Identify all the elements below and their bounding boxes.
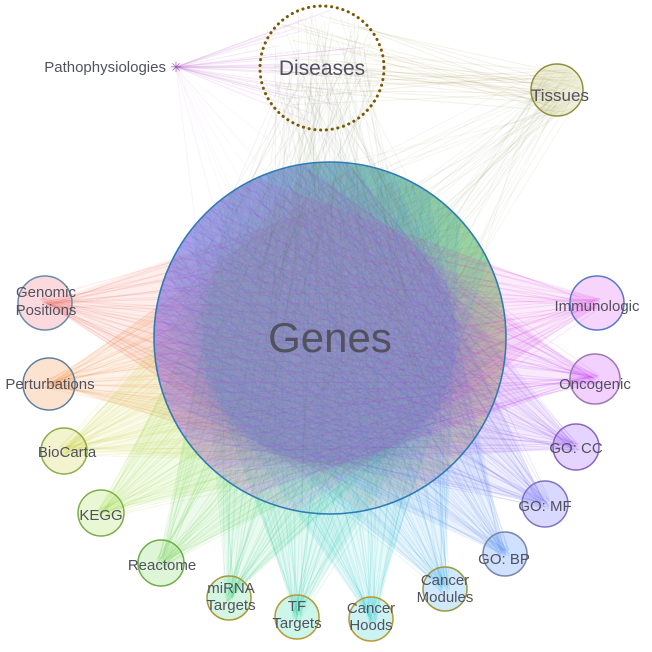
immunologic-node[interactable] <box>569 275 625 331</box>
tf-targets-label-line2: Targets <box>272 615 321 632</box>
tissues-label: Tissues <box>531 86 589 105</box>
cancer-hoods-node[interactable] <box>348 596 394 642</box>
pathophysiologies-label: Pathophysiologies <box>44 59 166 76</box>
perturbations-node[interactable] <box>22 357 76 411</box>
fan-kegg <box>101 161 507 513</box>
tf-targets-label-line1: TF <box>288 598 306 615</box>
genomic-positions-label-line1: Genomic <box>16 284 77 301</box>
biocarta-label: BioCarta <box>38 444 97 461</box>
biocarta-node[interactable] <box>40 427 88 475</box>
kegg-label: KEGG <box>79 507 122 524</box>
edge-bundles <box>40 161 603 624</box>
genomic-positions-node[interactable] <box>17 275 73 331</box>
fan-oncogenic <box>153 164 595 496</box>
fan-mirna_targets <box>193 161 507 598</box>
reactome-label: Reactome <box>128 557 196 574</box>
fan-tf_targets <box>169 161 503 618</box>
pathophysiologies-marker-icon[interactable]: ✳ <box>170 59 182 75</box>
genomic-positions-label-line2: Positions <box>16 302 77 319</box>
oncogenic-node[interactable] <box>569 353 621 405</box>
fan-perturbations <box>49 163 507 495</box>
kegg-node[interactable] <box>77 489 125 537</box>
fan-cancer_modules <box>154 161 460 589</box>
fan-go_cc <box>154 162 577 470</box>
go-mf-label: GO: MF <box>518 498 571 515</box>
go-cc-node[interactable] <box>552 423 600 471</box>
fan-cancer_hoods <box>156 162 489 619</box>
fan-genomic_positions <box>45 178 506 511</box>
mirna-targets-label-line1: miRNA <box>207 580 255 597</box>
immunologic-label: Immunologic <box>554 298 640 315</box>
mirna-targets-node[interactable] <box>206 575 252 621</box>
go-cc-label: GO: CC <box>549 440 603 457</box>
cancer-modules-label-line2: Modules <box>417 589 474 606</box>
fan-go_mf <box>154 162 546 505</box>
diseases-label: Diseases <box>279 57 365 80</box>
go-bp-label: GO: BP <box>478 551 530 568</box>
tissues-node[interactable] <box>530 63 584 117</box>
cancer-modules-label-line1: Cancer <box>421 572 469 589</box>
reactome-node[interactable] <box>137 539 185 587</box>
cancer-hoods-label-line1: Cancer <box>347 600 395 617</box>
genes-node[interactable] <box>153 161 507 515</box>
fan-immunologic <box>154 178 597 512</box>
fan-go_bp <box>154 161 505 554</box>
fan-biocarta <box>64 162 506 472</box>
mirna-targets-label-line2: Targets <box>206 597 255 614</box>
genes-label: Genes <box>268 314 392 361</box>
cancer-modules-node[interactable] <box>422 566 468 612</box>
fan-reactome <box>161 161 506 563</box>
oncogenic-label: Oncogenic <box>559 376 631 393</box>
disease-edge-bundles <box>168 9 581 505</box>
go-bp-node[interactable] <box>482 531 528 577</box>
diseases-node[interactable] <box>258 4 386 132</box>
cancer-hoods-label-line2: Hoods <box>349 617 392 634</box>
perturbations-label: Perturbations <box>5 376 94 393</box>
tf-targets-node[interactable] <box>274 594 320 640</box>
go-mf-node[interactable] <box>521 480 569 528</box>
